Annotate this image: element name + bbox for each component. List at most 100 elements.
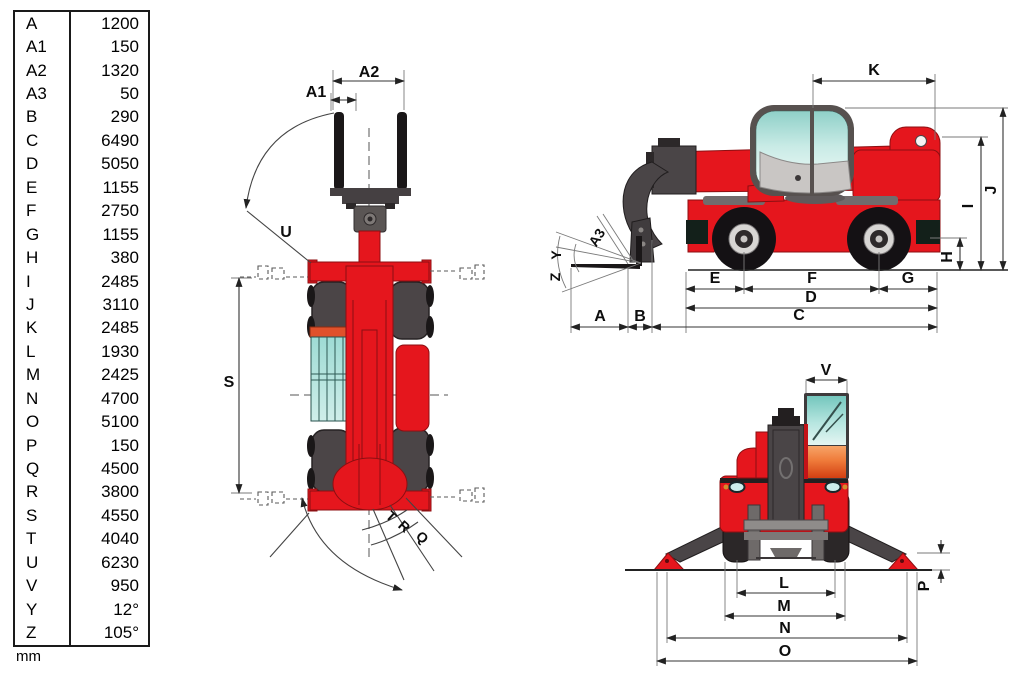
dim-label-a2: A2	[359, 64, 380, 81]
dim-key: J	[26, 294, 35, 314]
table-row: T 4040	[15, 527, 148, 552]
dim-value: 1200	[69, 12, 148, 36]
dim-key: A3	[26, 84, 47, 104]
dim-value: 1155	[69, 176, 148, 200]
table-row: O 5100	[15, 410, 148, 434]
dim-key: V	[26, 576, 38, 596]
dim-key: R	[26, 482, 39, 502]
dim-label-f: F	[807, 270, 817, 287]
dim-key: T	[26, 529, 37, 549]
dim-value: 150	[69, 35, 148, 59]
dim-value: 1320	[69, 58, 148, 83]
fork-angle-marks: Y Z A3	[547, 213, 642, 293]
dim-value: 2485	[69, 316, 148, 341]
dim-value: 12°	[69, 597, 148, 622]
table-row: V 950	[15, 574, 148, 598]
dim-key: P	[26, 435, 38, 455]
side-view-drawing: Y Z A3 K J I H	[547, 62, 1008, 333]
dim-key: N	[26, 388, 39, 408]
dim-label-z: Z	[547, 272, 563, 281]
unit-label: mm	[16, 648, 41, 665]
dim-value: 50	[69, 82, 148, 106]
dim-label-k: K	[868, 62, 880, 79]
dim-label-b: B	[634, 308, 646, 325]
table-row: D 5050	[15, 152, 148, 177]
table-row: N 4700	[15, 387, 148, 411]
dim-key: H	[26, 248, 39, 268]
top-view-drawing: A2 A1 S U T R	[224, 64, 485, 591]
dim-value: 1155	[69, 222, 148, 247]
dim-label-p: P	[916, 580, 933, 591]
dim-label-j: J	[983, 186, 1000, 195]
dim-label-e: E	[710, 270, 721, 287]
dim-key: A	[26, 13, 38, 33]
dim-key: Q	[26, 459, 40, 479]
cab-side	[750, 105, 854, 196]
dim-key: Z	[26, 623, 37, 643]
table-row: R 3800	[15, 480, 148, 505]
dim-label-v: V	[821, 362, 832, 379]
dim-label-o: O	[779, 643, 791, 660]
dim-value: 290	[69, 105, 148, 130]
dim-value: 4700	[69, 387, 148, 411]
cab-front	[804, 393, 849, 479]
dim-label-y: Y	[548, 250, 564, 260]
dim-label-n: N	[779, 620, 791, 637]
dim-key: L	[26, 341, 36, 361]
dim-label-c: C	[793, 307, 805, 324]
dim-value: 4550	[69, 504, 148, 528]
dim-value: 5100	[69, 410, 148, 434]
dim-value: 5050	[69, 152, 148, 177]
table-row: H 380	[15, 246, 148, 270]
dim-key: D	[26, 154, 39, 174]
dim-label-l: L	[779, 575, 789, 592]
dim-key: O	[26, 412, 40, 432]
dim-key: K	[26, 318, 38, 338]
dim-value: 4500	[69, 457, 148, 481]
machine-front	[625, 393, 932, 571]
dim-label-a1: A1	[306, 84, 327, 101]
dim-label-r: R	[395, 517, 413, 536]
table-row: G 1155	[15, 222, 148, 247]
dim-value: 6230	[69, 551, 148, 575]
table-row: U 6230	[15, 551, 148, 575]
dim-key: U	[26, 552, 39, 572]
dim-label-g: G	[902, 270, 914, 287]
front-wheel	[712, 207, 776, 271]
outrigger-marks	[240, 264, 485, 506]
table-row: Q 4500	[15, 457, 148, 481]
dim-key: F	[26, 201, 37, 221]
fork-assembly-top	[330, 112, 411, 268]
dim-key: G	[26, 224, 40, 244]
dim-label-a: A	[594, 308, 606, 325]
front-view-dimensions: V P L M N O	[656, 362, 950, 666]
dim-value: 150	[69, 433, 148, 458]
table-row: A2 1320	[15, 58, 148, 83]
dim-key: E	[26, 177, 38, 197]
dim-key: M	[26, 365, 41, 385]
front-view-drawing: V P L M N O	[625, 362, 950, 666]
machine-body-top	[307, 259, 434, 512]
dim-key: I	[26, 271, 31, 291]
dim-label-m: M	[777, 598, 790, 615]
dim-value: 380	[69, 246, 148, 270]
dim-value: 3800	[69, 480, 148, 505]
dim-value: 950	[69, 574, 148, 598]
dim-key: C	[26, 130, 39, 150]
dim-label-d: D	[805, 289, 817, 306]
dim-value: 4040	[69, 527, 148, 552]
dim-key: A2	[26, 60, 47, 80]
dim-label-h: H	[939, 251, 956, 263]
